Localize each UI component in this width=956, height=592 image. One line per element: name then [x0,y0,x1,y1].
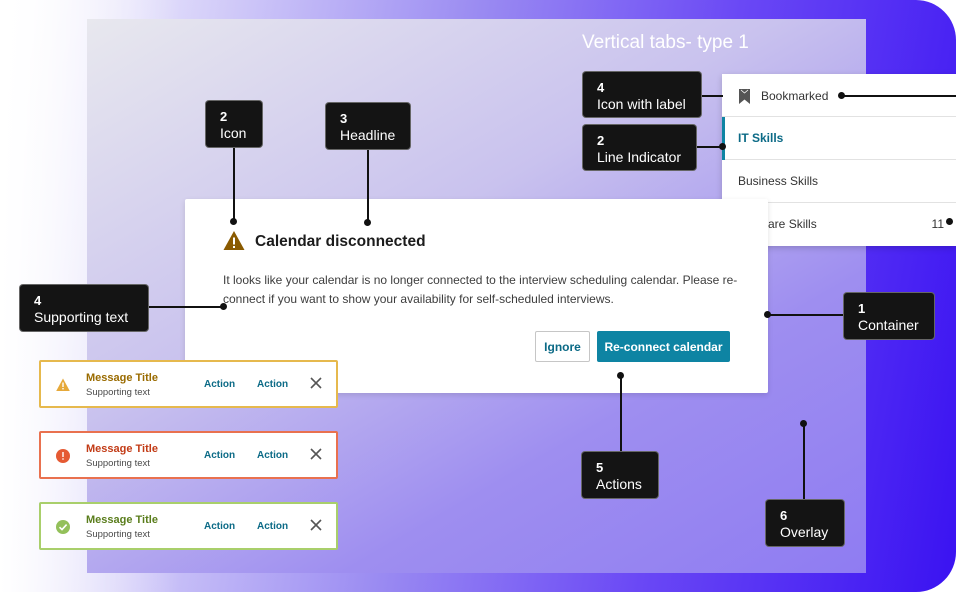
leader-line [803,424,805,499]
reconnect-calendar-button[interactable]: Re-connect calendar [597,331,730,362]
tab-it-skills[interactable]: IT Skills [722,117,956,160]
notification-success: Message Title Supporting text Action Act… [39,502,338,550]
ignore-button[interactable]: Ignore [535,331,590,362]
leader-dot [617,372,624,379]
leader-dot [764,311,771,318]
action-link[interactable]: Action [257,450,289,461]
notification-title: Message Title [86,443,158,455]
dialog-supporting-text: It looks like your calendar is no longer… [223,273,738,306]
tab-label: Business Skills [738,174,819,188]
tab-label: IT Skills [738,131,784,145]
error-icon [56,449,70,463]
vertical-tabs-title: Vertical tabs- type 1 [582,32,749,53]
dialog-headline: Calendar disconnected [255,233,426,250]
leader-line [233,148,235,221]
callout-headline: 3 Headline [325,102,411,150]
line-indicator [722,117,725,160]
notification-text: Supporting text [86,458,150,469]
action-link[interactable]: Action [257,521,289,532]
tab-business-skills[interactable]: Business Skills [722,160,956,203]
leader-dot [800,420,807,427]
leader-dot [220,303,227,310]
leader-line [702,95,723,97]
callout-number: 6 [780,508,788,523]
leader-dot [838,92,845,99]
leader-line [842,95,956,97]
action-link[interactable]: Action [204,521,236,532]
callout-label: Actions [596,476,642,492]
callout-label: Icon with label [597,96,686,112]
leader-dot [364,219,371,226]
close-icon[interactable] [309,376,323,390]
callout-number: 2 [597,133,605,148]
callout-number: 5 [596,460,604,475]
callout-label: Supporting text [34,309,129,325]
leader-line [620,376,622,451]
bookmark-icon [739,89,750,104]
callout-icon: 2 Icon [205,100,263,148]
notification-warning: Message Title Supporting text Action Act… [39,360,338,408]
tab-count: 11 [931,217,944,231]
notification-title: Message Title [86,514,158,526]
callout-line-indicator: 2 Line Indicator [582,124,697,171]
notification-error: Message Title Supporting text Action Act… [39,431,338,479]
callout-number: 4 [597,80,605,95]
callout-actions: 5 Actions [581,451,659,499]
callout-label: Headline [340,127,396,143]
callout-number: 3 [340,111,348,126]
callout-number: 2 [220,109,228,124]
leader-line [367,150,369,222]
callout-label: Icon [220,125,247,141]
action-link[interactable]: Action [204,379,236,390]
leader-dot [719,143,726,150]
callout-number: 4 [34,293,42,308]
action-link[interactable]: Action [257,379,289,390]
action-link[interactable]: Action [204,450,236,461]
leader-dot [230,218,237,225]
callout-label: Overlay [780,524,829,540]
callout-label: Line Indicator [597,149,682,165]
leader-line [697,146,723,148]
notification-title: Message Title [86,372,158,384]
callout-overlay: 6 Overlay [765,499,845,547]
callout-number: 1 [858,301,866,316]
leader-line [768,314,844,316]
warning-icon [56,378,70,391]
tab-label: Bookmarked [761,89,829,103]
callout-supporting-text: 4 Supporting text [19,284,149,332]
callout-icon-with-label: 4 Icon with label [582,71,702,118]
tab-bookmarked[interactable]: Bookmarked [722,74,956,117]
warning-icon [223,231,245,250]
callout-label: Container [858,317,919,333]
notification-text: Supporting text [86,529,150,540]
leader-line [149,306,225,308]
close-icon[interactable] [309,447,323,461]
notification-text: Supporting text [86,387,150,398]
callout-container: 1 Container [843,292,935,340]
leader-dot [946,218,953,225]
check-circle-icon [56,520,70,534]
close-icon[interactable] [309,518,323,532]
